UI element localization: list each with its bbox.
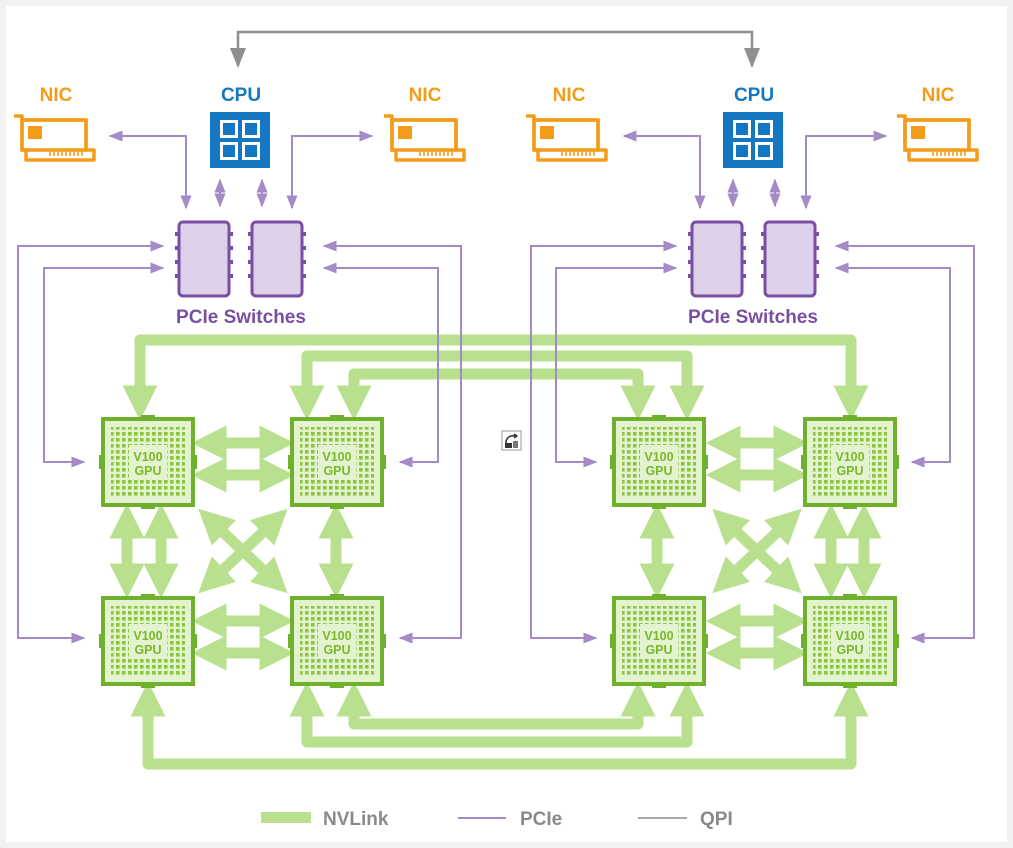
gpu-model: V100 <box>322 450 351 464</box>
legend-item-pcie: PCIe <box>458 809 562 830</box>
cpu-label: CPU <box>734 85 774 106</box>
qpi-link <box>230 30 760 68</box>
legend-nvlink-label: NVLink <box>323 809 389 830</box>
gpu-model: V100 <box>133 629 162 643</box>
gpu-chip: V100 GPU <box>799 413 901 511</box>
nic-label: NIC <box>40 85 73 106</box>
right-pcie-switches: PCIe Switches <box>686 220 821 328</box>
nic-label: NIC <box>553 85 586 106</box>
gpu-type: GPU <box>645 643 672 657</box>
gpu-chip: V100 GPU <box>608 592 710 690</box>
gpu-type: GPU <box>134 643 161 657</box>
gpu-chip: V100 GPU <box>286 592 388 690</box>
gpu-model: V100 <box>133 450 162 464</box>
gpu-chip: V100 GPU <box>97 592 199 690</box>
gpu-model: V100 <box>835 450 864 464</box>
nic-icon: NIC <box>895 85 979 162</box>
pcie-switch-icon <box>246 220 308 298</box>
right-node-host: NIC CPU NIC <box>524 85 979 168</box>
dgx1-topology-diagram: NIC CPU NIC NIC CPU NIC PCIe Switches <box>12 30 979 830</box>
legend-pcie-label: PCIe <box>520 809 562 830</box>
diagram-canvas: NIC CPU NIC NIC CPU NIC PCIe Switches <box>6 6 1007 842</box>
gpu-type: GPU <box>645 464 672 478</box>
gpu-type: GPU <box>323 464 350 478</box>
gpu-chip: V100 GPU <box>799 592 901 690</box>
gpu-chip: V100 GPU <box>97 413 199 511</box>
nvlink-links <box>109 334 882 770</box>
pcie-switches-label: PCIe Switches <box>176 307 306 328</box>
nic-icon: NIC <box>524 85 608 162</box>
gpu-type: GPU <box>323 643 350 657</box>
gpu-chip: V100 GPU <box>608 413 710 511</box>
left-node-host: NIC CPU NIC <box>12 85 466 168</box>
pcie-switch-icon <box>686 220 748 298</box>
pcie-switches-label: PCIe Switches <box>688 307 818 328</box>
legend-item-nvlink: NVLink <box>261 809 389 830</box>
nvlink-swatch <box>261 812 311 823</box>
pcie-links <box>17 130 975 644</box>
legend: NVLink PCIe QPI <box>261 809 733 830</box>
gpu-model: V100 <box>835 629 864 643</box>
legend-item-qpi: QPI <box>638 809 733 830</box>
pcie-switch-icon <box>173 220 235 298</box>
translate-icon[interactable] <box>501 430 522 451</box>
gpu-model: V100 <box>644 450 673 464</box>
gpu-model: V100 <box>322 629 351 643</box>
left-pcie-switches: PCIe Switches <box>173 220 308 328</box>
pcie-switch-icon <box>759 220 821 298</box>
gpu-model: V100 <box>644 629 673 643</box>
nic-label: NIC <box>409 85 442 106</box>
legend-qpi-label: QPI <box>700 809 733 830</box>
cpu-icon: CPU <box>210 85 270 168</box>
gpu-type: GPU <box>134 464 161 478</box>
nic-icon: NIC <box>12 85 96 162</box>
gpu-type: GPU <box>836 643 863 657</box>
gpu-chip: V100 GPU <box>286 413 388 511</box>
nic-icon: NIC <box>382 85 466 162</box>
gpu-array: V100 GPU V100 GPU V100 GPU V100 GPU V100… <box>97 413 901 690</box>
cpu-label: CPU <box>221 85 261 106</box>
nic-label: NIC <box>922 85 955 106</box>
gpu-type: GPU <box>836 464 863 478</box>
cpu-icon: CPU <box>723 85 783 168</box>
